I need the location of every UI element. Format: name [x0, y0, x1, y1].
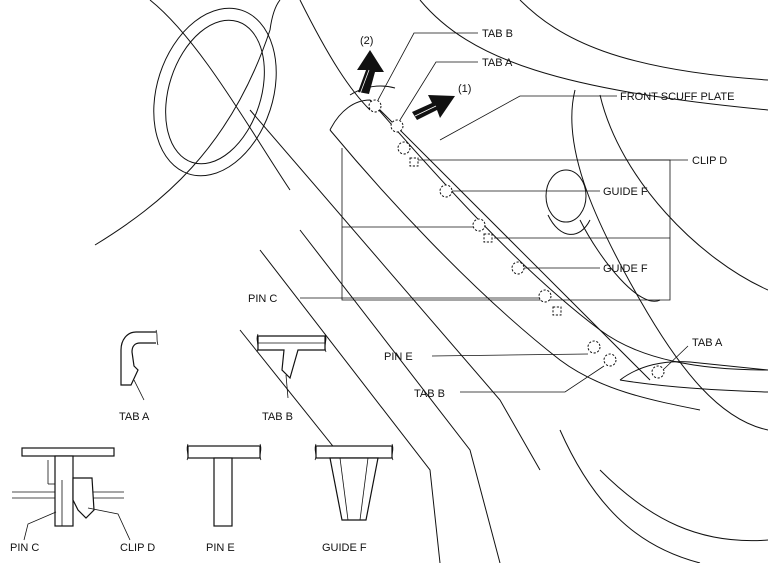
front-scuff-plate	[329, 85, 768, 411]
vehicle-body-outline	[94, 0, 768, 564]
detail-clip-d-label: CLIP D	[120, 542, 155, 554]
detail-tab-b	[256, 333, 327, 399]
tab-a-marker	[390, 119, 404, 133]
arrow-1-icon	[412, 95, 455, 120]
pin-c-marker-3	[538, 289, 552, 303]
label-pin-c: PIN C	[248, 293, 277, 305]
detail-tab-a-label: TAB A	[119, 411, 150, 423]
detail-pin-c-label: PIN C	[10, 542, 39, 554]
detail-pin-e	[186, 443, 262, 527]
pin-c-marker-2	[472, 218, 486, 232]
clip-d-marker-3	[552, 306, 562, 316]
label-clip-d: CLIP D	[692, 155, 727, 167]
label-front-scuff-plate: FRONT SCUFF PLATE	[620, 91, 735, 103]
label-tab-b-top: TAB B	[482, 28, 513, 40]
tab-a-marker-right	[651, 365, 665, 379]
detail-pin-e-label: PIN E	[206, 542, 235, 554]
label-tab-a-right: TAB A	[692, 337, 723, 349]
leader-lines	[300, 32, 689, 393]
label-guide-f-2: GUIDE F	[603, 263, 648, 275]
pin-e-marker	[587, 340, 601, 354]
label-pin-e: PIN E	[384, 351, 413, 363]
tab-b-marker-lower	[603, 353, 617, 367]
clip-d-marker-2	[483, 233, 493, 243]
detail-guide-f-label: GUIDE F	[322, 542, 367, 554]
detail-frame	[341, 148, 671, 301]
guide-f-marker-2	[511, 261, 525, 275]
detail-guide-f	[314, 443, 394, 521]
guide-f-marker-1	[439, 184, 453, 198]
tab-b-marker	[368, 99, 382, 113]
detail-tab-a	[120, 329, 159, 401]
clip-d-marker-1	[409, 157, 419, 167]
detail-tab-b-label: TAB B	[262, 411, 293, 423]
label-tab-b-lower: TAB B	[414, 388, 445, 400]
arrow-2-label: (2)	[360, 35, 373, 47]
label-tab-a-top: TAB A	[482, 57, 513, 69]
detail-pin-c-clip-d	[12, 447, 131, 541]
arrow-2-icon	[357, 50, 384, 95]
fastener-markers	[368, 99, 665, 379]
label-guide-f-1: GUIDE F	[603, 186, 648, 198]
arrow-1-label: (1)	[458, 83, 471, 95]
pin-c-marker-1	[397, 141, 411, 155]
